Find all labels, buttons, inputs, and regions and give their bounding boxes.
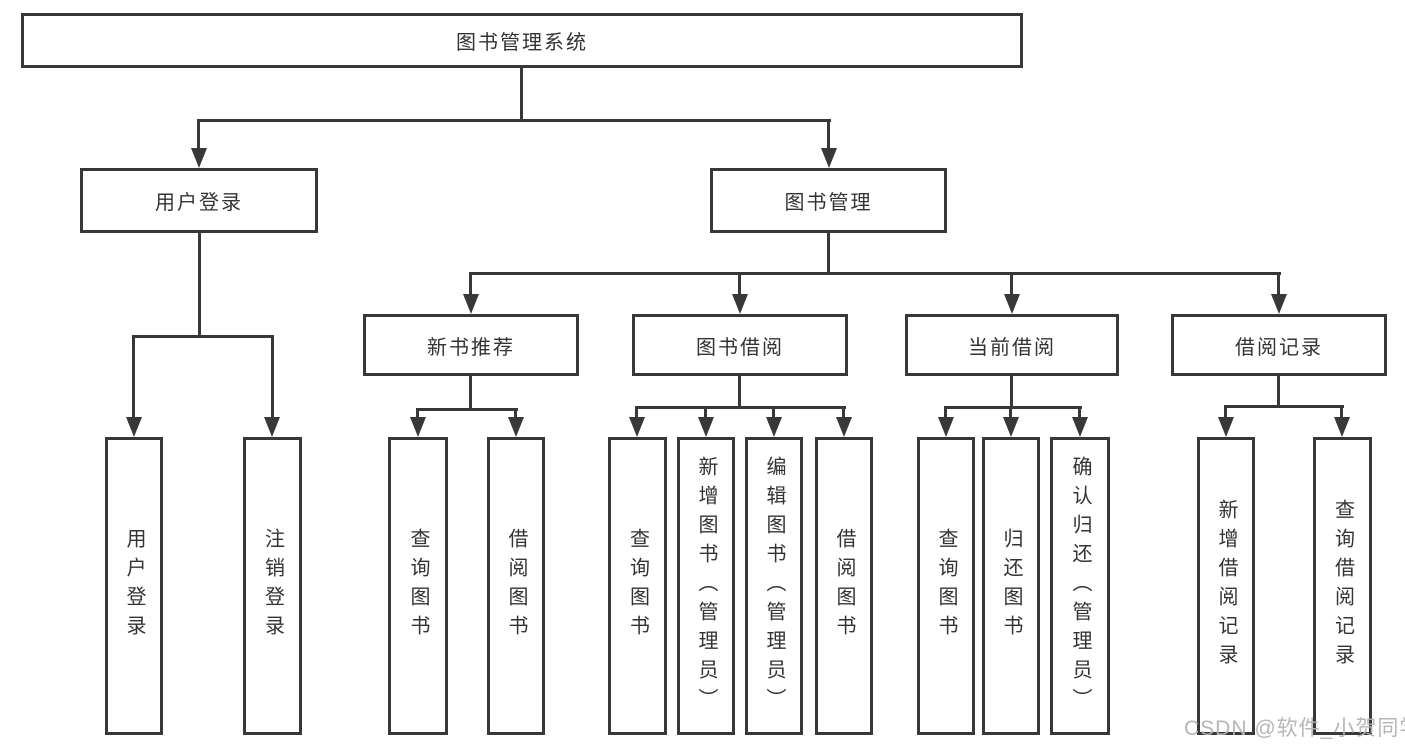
connector-stem-leaf-login	[132, 335, 135, 421]
arrowhead-cb-query	[938, 417, 954, 437]
connector-stem-cb-return	[1009, 406, 1012, 421]
leaf-cb-return-books-label: 归还图书	[1000, 528, 1022, 644]
connector-user-login-trunk	[198, 233, 201, 338]
arrowhead-br-add	[1218, 417, 1234, 437]
node-root-label: 图书管理系统	[456, 32, 588, 54]
connector-stem-bb-add	[704, 406, 707, 421]
connector-root-trunk	[520, 68, 523, 119]
connector-stem-current-borrowing	[1010, 272, 1013, 298]
node-new-book-recommendation-label: 新书推荐	[427, 336, 515, 359]
connector-root-split	[197, 119, 831, 122]
leaf-bb-edit-books-admin-label: 编辑图书（管理员）	[763, 455, 785, 717]
connector-stem-borrowing-records	[1277, 272, 1280, 298]
leaf-user-login: 用户登录	[105, 437, 163, 735]
connector-stem-book-borrowing	[738, 272, 741, 298]
arrowhead-user-login	[191, 148, 207, 168]
leaf-bb-borrow-books-label: 借阅图书	[833, 528, 855, 644]
connector-new-book-trunk	[469, 376, 472, 411]
connector-borrowing-trunk	[738, 376, 741, 409]
connector-stem-new-book	[469, 272, 472, 298]
connector-book-mgmt-trunk	[827, 233, 830, 275]
connector-stem-cb-confirm	[1078, 406, 1081, 421]
arrowhead-current-borrowing	[1004, 294, 1020, 314]
node-book-management-label: 图书管理	[784, 192, 873, 214]
connector-records-trunk	[1277, 376, 1280, 408]
connector-stem-bb-edit	[772, 406, 775, 421]
arrowhead-nb-borrow	[508, 417, 524, 437]
arrowhead-borrowing-records	[1271, 294, 1287, 314]
node-current-borrowing: 当前借阅	[905, 314, 1119, 376]
connector-stem-nb-borrow	[514, 408, 517, 421]
leaf-user-login-label: 用户登录	[123, 528, 145, 644]
arrowhead-leaf-login	[126, 417, 142, 437]
connector-current-trunk	[1010, 376, 1013, 409]
leaf-bb-add-books-admin: 新增图书（管理员）	[677, 437, 735, 735]
node-book-borrowing: 图书借阅	[632, 314, 848, 376]
connector-book-mgmt-split	[469, 272, 1281, 275]
connector-new-book-split	[416, 408, 518, 411]
leaf-br-query-record: 查询借阅记录	[1313, 437, 1372, 735]
leaf-bb-add-books-admin-label: 新增图书（管理员）	[695, 455, 717, 717]
leaf-cb-confirm-return-admin-label: 确认归还（管理员）	[1069, 455, 1091, 717]
arrowhead-cb-return	[1003, 417, 1019, 437]
leaf-br-add-record: 新增借阅记录	[1197, 437, 1255, 735]
node-book-management: 图书管理	[710, 168, 947, 233]
leaf-bb-query-books: 查询图书	[608, 437, 667, 735]
connector-stem-bb-borrow	[842, 406, 845, 421]
connector-user-login-split	[132, 335, 274, 338]
connector-stem-br-add	[1224, 405, 1227, 421]
connector-stem-br-query	[1340, 405, 1343, 421]
node-root: 图书管理系统	[21, 13, 1023, 68]
arrowhead-br-query	[1334, 417, 1350, 437]
node-borrowing-records-label: 借阅记录	[1235, 336, 1323, 359]
leaf-cb-return-books: 归还图书	[982, 437, 1040, 735]
leaf-br-add-record-label: 新增借阅记录	[1215, 499, 1237, 673]
arrowhead-bb-borrow	[836, 417, 852, 437]
node-user-login: 用户登录	[80, 168, 318, 233]
arrowhead-book-borrowing	[732, 294, 748, 314]
leaf-bb-query-books-label: 查询图书	[626, 528, 649, 644]
leaf-cb-query-books: 查询图书	[917, 437, 975, 735]
arrowhead-nb-query	[410, 417, 426, 437]
leaf-bb-edit-books-admin: 编辑图书（管理员）	[745, 437, 803, 735]
connector-records-split	[1224, 405, 1344, 408]
node-book-borrowing-label: 图书借阅	[696, 336, 784, 359]
connector-current-split	[944, 406, 1082, 409]
leaf-nb-borrow-books-label: 借阅图书	[505, 528, 527, 644]
connector-stem-cb-query	[944, 406, 947, 421]
leaf-cb-query-books-label: 查询图书	[935, 528, 957, 644]
csdn-watermark: CSDN @软件_小贺同学	[1184, 717, 1405, 740]
arrowhead-bb-query	[629, 417, 645, 437]
arrowhead-book-management	[821, 148, 837, 168]
arrowhead-bb-edit	[766, 417, 782, 437]
connector-stem-book-management	[827, 119, 830, 153]
leaf-cb-confirm-return-admin: 确认归还（管理员）	[1050, 437, 1110, 735]
connector-stem-user-login	[197, 119, 200, 153]
leaf-nb-query-books-label: 查询图书	[407, 528, 429, 644]
leaf-logout-label: 注销登录	[261, 528, 284, 644]
arrowhead-bb-add	[698, 417, 714, 437]
node-new-book-recommendation: 新书推荐	[363, 314, 579, 376]
connector-borrowing-split	[635, 406, 846, 409]
arrowhead-new-book	[463, 294, 479, 314]
leaf-nb-query-books: 查询图书	[388, 437, 448, 735]
leaf-nb-borrow-books: 借阅图书	[487, 437, 545, 735]
leaf-bb-borrow-books: 借阅图书	[815, 437, 873, 735]
connector-stem-leaf-logout	[271, 335, 274, 421]
leaf-logout: 注销登录	[243, 437, 302, 735]
node-current-borrowing-label: 当前借阅	[968, 336, 1056, 359]
node-user-login-label: 用户登录	[155, 192, 243, 214]
leaf-br-query-record-label: 查询借阅记录	[1331, 499, 1354, 673]
connector-stem-nb-query	[416, 408, 419, 421]
connector-stem-bb-query	[635, 406, 638, 421]
arrowhead-leaf-logout	[264, 417, 280, 437]
arrowhead-cb-confirm	[1072, 417, 1088, 437]
node-borrowing-records: 借阅记录	[1171, 314, 1387, 376]
